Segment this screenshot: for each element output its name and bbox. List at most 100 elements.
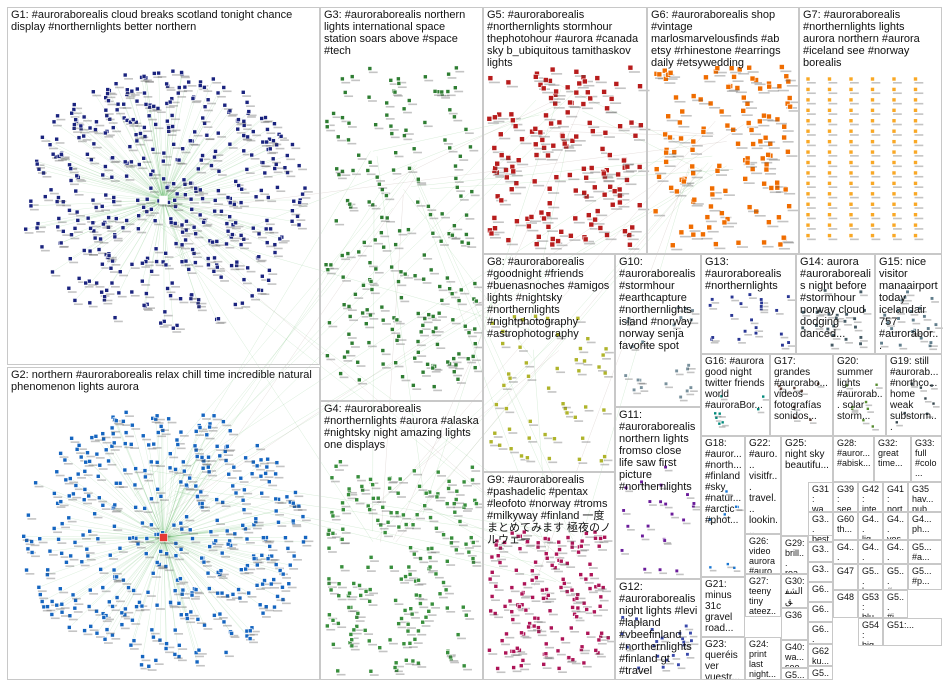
node bbox=[144, 291, 149, 296]
edge bbox=[143, 76, 164, 201]
edge bbox=[155, 419, 164, 538]
node bbox=[290, 500, 296, 506]
node-label-mark bbox=[247, 596, 257, 598]
node bbox=[140, 260, 145, 266]
node-label-mark bbox=[137, 231, 147, 234]
node bbox=[159, 533, 168, 542]
node bbox=[153, 246, 159, 252]
edge bbox=[131, 199, 164, 265]
node bbox=[176, 85, 182, 90]
node-label-mark bbox=[225, 655, 234, 658]
node bbox=[94, 451, 100, 457]
node bbox=[135, 86, 140, 92]
node-label-mark bbox=[185, 519, 195, 522]
edge bbox=[157, 489, 164, 538]
node-label-mark bbox=[152, 109, 162, 111]
node-label-mark bbox=[86, 558, 96, 561]
node-label-mark bbox=[274, 476, 284, 479]
node bbox=[264, 218, 270, 223]
node-label-mark bbox=[105, 134, 115, 137]
edge bbox=[145, 104, 164, 201]
node-label-mark bbox=[217, 136, 227, 138]
node bbox=[163, 646, 169, 651]
node bbox=[69, 110, 74, 116]
node-label-mark bbox=[113, 580, 123, 583]
node bbox=[221, 85, 227, 90]
node bbox=[106, 224, 111, 230]
node bbox=[103, 130, 108, 136]
edge bbox=[163, 135, 245, 201]
node-label-mark bbox=[73, 303, 83, 306]
node-label-mark bbox=[60, 607, 70, 609]
node-label-mark bbox=[252, 527, 262, 530]
node-label-mark bbox=[68, 630, 78, 633]
group-label: G29: brill... rea... nig... bbox=[785, 538, 805, 574]
node-label-mark bbox=[238, 601, 248, 603]
node-label-mark bbox=[301, 197, 311, 199]
node bbox=[119, 610, 125, 616]
node-label-mark bbox=[73, 611, 83, 613]
edge bbox=[163, 537, 180, 657]
node bbox=[190, 96, 196, 101]
group-label: G33: full #colo... bbox=[915, 438, 938, 478]
node-label-mark bbox=[126, 92, 136, 95]
node-label-mark bbox=[140, 80, 150, 83]
node-label-mark bbox=[197, 653, 207, 655]
edge bbox=[69, 164, 164, 201]
node-label-mark bbox=[106, 92, 116, 95]
node bbox=[222, 102, 228, 108]
node-label-mark bbox=[133, 487, 143, 490]
node bbox=[241, 236, 247, 242]
node-label-mark bbox=[151, 152, 161, 154]
node-label-mark bbox=[172, 331, 182, 333]
node bbox=[86, 493, 91, 499]
node bbox=[113, 418, 119, 424]
node-label-mark bbox=[235, 268, 245, 271]
node bbox=[430, 230, 436, 236]
node-label-mark bbox=[214, 543, 224, 546]
node-label-mark bbox=[227, 115, 237, 117]
node bbox=[123, 606, 128, 612]
node-label-mark bbox=[46, 609, 56, 612]
node-label-mark bbox=[147, 447, 157, 450]
edge bbox=[162, 219, 374, 542]
node-label-mark bbox=[140, 667, 150, 670]
node-label-mark bbox=[111, 609, 121, 612]
edge bbox=[576, 166, 691, 556]
node bbox=[103, 192, 109, 198]
node-label-mark bbox=[115, 579, 125, 582]
edge bbox=[163, 447, 227, 538]
edge bbox=[375, 162, 709, 539]
node bbox=[171, 181, 176, 187]
node-label-mark bbox=[166, 189, 176, 192]
node-label-mark bbox=[61, 526, 70, 529]
node bbox=[254, 583, 260, 588]
node-label-mark bbox=[98, 468, 108, 470]
node-label-mark bbox=[113, 507, 123, 510]
node bbox=[114, 574, 119, 580]
node-label-mark bbox=[193, 256, 202, 259]
node-label-mark bbox=[154, 223, 163, 226]
node-label-mark bbox=[128, 149, 138, 152]
edge bbox=[163, 196, 257, 201]
node-label-mark bbox=[251, 476, 260, 479]
edge bbox=[141, 77, 164, 201]
group-label: G3: #auroraborealis northern lights inte… bbox=[324, 9, 469, 57]
node-label-mark bbox=[218, 617, 228, 619]
node bbox=[148, 172, 154, 177]
node bbox=[106, 215, 111, 220]
edge bbox=[23, 536, 164, 538]
node-label-mark bbox=[57, 221, 67, 224]
group-panel-g7: G7: #auroraborealis #northernlights ligh… bbox=[799, 7, 942, 254]
node-label-mark bbox=[408, 171, 418, 173]
node-label-mark bbox=[107, 230, 117, 232]
node-label-mark bbox=[244, 531, 254, 534]
node-label-mark bbox=[234, 225, 244, 228]
edge bbox=[163, 199, 187, 262]
node bbox=[74, 209, 80, 215]
node-label-mark bbox=[218, 577, 228, 579]
group-label: G3... vol... bbox=[812, 564, 830, 582]
node bbox=[272, 166, 278, 171]
node-label-mark bbox=[217, 321, 227, 324]
node-label-mark bbox=[257, 293, 267, 295]
